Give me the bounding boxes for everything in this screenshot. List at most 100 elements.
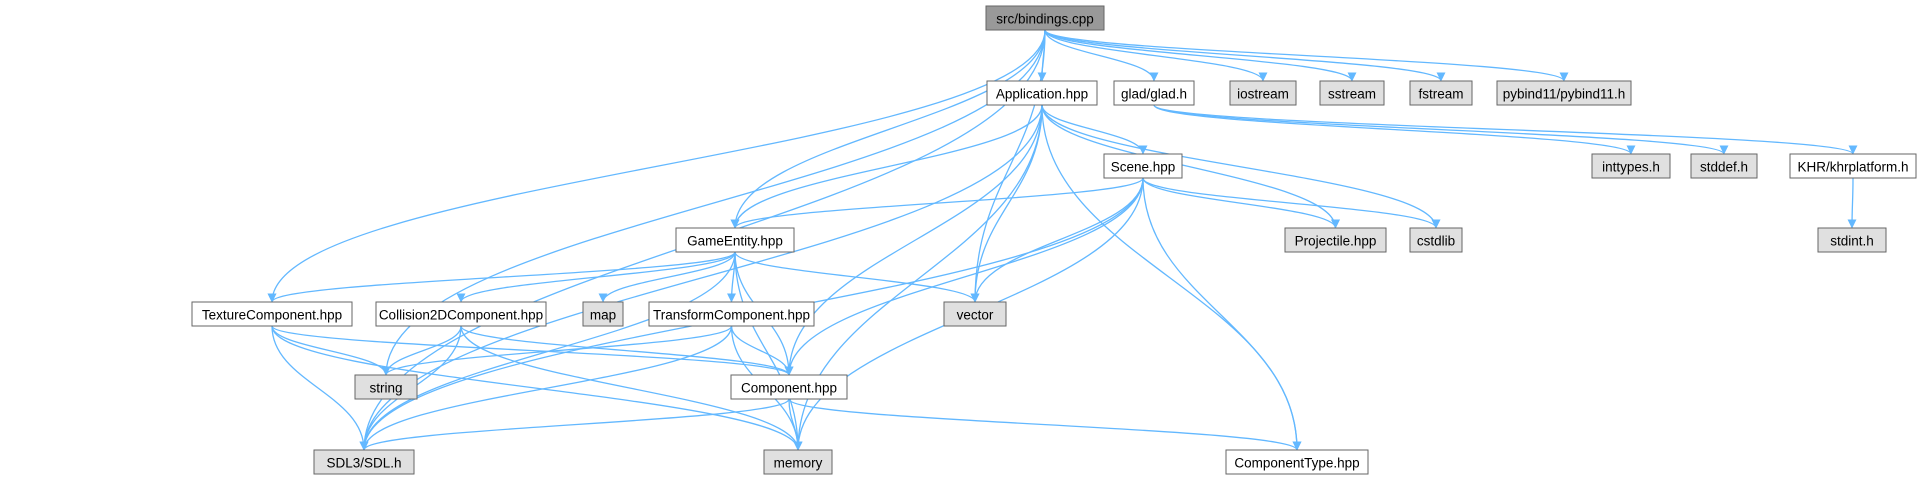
node-box-stddef [1690,153,1758,179]
node-box-bindings [985,5,1105,31]
node-box-sdl [313,449,415,475]
edge-application-to-cstdlib [1041,104,1441,229]
node-fstream: fstream [1409,80,1473,106]
node-map: map [582,301,624,327]
edge-transformcomponent-to-sdl [359,325,733,451]
edge-bindings-to-sstream [1044,29,1357,82]
node-box-stdint [1817,227,1887,253]
edge-application-to-projectile [1041,104,1340,229]
edge-glad-to-stddef [1153,104,1729,155]
node-label-gameentity: GameEntity.hpp [687,234,783,249]
node-label-texturecomponent: TextureComponent.hpp [202,308,342,323]
edge-collision2d-to-string [381,325,462,376]
node-box-application [986,80,1098,106]
node-component[interactable]: Component.hpp [730,374,848,400]
edge-scene-to-projectile [1142,177,1340,229]
edge-bindings-to-pybind11 [1044,29,1569,82]
node-transformcomponent[interactable]: TransformComponent.hpp [648,301,815,327]
node-box-vector [943,301,1007,327]
node-label-khrplatform: KHR/khrplatform.h [1797,160,1908,175]
edge-bindings-to-glad [1044,29,1159,82]
edge-scene-to-cstdlib [1142,177,1441,229]
node-box-fstream [1409,80,1473,106]
node-label-sstream: sstream [1328,87,1376,102]
node-inttypes: inttypes.h [1591,153,1671,179]
edge-component-to-componenttype [788,398,1302,451]
edge-texturecomponent-to-string [271,325,391,376]
node-label-bindings: src/bindings.cpp [996,12,1094,27]
edge-bindings-to-fstream [1044,29,1446,82]
node-texturecomponent[interactable]: TextureComponent.hpp [191,301,353,327]
edge-scene-to-component [784,177,1144,376]
node-sdl: SDL3/SDL.h [313,449,415,475]
node-label-stdint: stdint.h [1830,234,1874,249]
node-box-memory [763,449,833,475]
node-sstream: sstream [1319,80,1385,106]
edge-transformcomponent-to-component [730,325,794,376]
node-khrplatform[interactable]: KHR/khrplatform.h [1789,153,1917,179]
node-gameentity[interactable]: GameEntity.hpp [675,227,795,253]
node-label-component: Component.hpp [741,381,837,396]
node-box-transformcomponent [648,301,815,327]
node-scene[interactable]: Scene.hpp [1103,153,1183,179]
node-label-pybind11: pybind11/pybind11.h [1503,87,1626,102]
edge-gameentity-to-map [598,251,736,303]
edge-khrplatform-to-stdint [1847,177,1857,229]
node-projectile: Projectile.hpp [1284,227,1387,253]
edge-collision2d-to-memory [460,325,803,451]
edge-glad-to-inttypes [1153,104,1636,155]
node-label-collision2d: Collision2DComponent.hpp [379,308,543,323]
edge-scene-to-gameentity [730,177,1144,229]
node-box-sstream [1319,80,1385,106]
node-label-vector: vector [957,308,994,323]
edge-gameentity-to-collision2d [456,251,736,303]
node-iostream: iostream [1229,80,1297,106]
edge-scene-to-componenttype [1142,177,1302,451]
node-label-fstream: fstream [1418,87,1463,102]
node-box-glad [1113,80,1195,106]
node-vector: vector [943,301,1007,327]
node-box-componenttype [1225,449,1369,475]
node-componenttype[interactable]: ComponentType.hpp [1225,449,1369,475]
edge-application-to-component [784,104,1043,376]
node-label-iostream: iostream [1237,87,1289,102]
node-label-map: map [590,308,616,323]
edge-component-to-memory [788,398,803,451]
node-stddef: stddef.h [1690,153,1758,179]
node-collision2d[interactable]: Collision2DComponent.hpp [375,301,547,327]
node-application[interactable]: Application.hpp [986,80,1098,106]
edge-gameentity-to-vector [734,251,980,303]
edge-scene-to-vector [970,177,1144,303]
edge-gameentity-to-memory [734,251,803,451]
node-box-projectile [1284,227,1387,253]
node-label-transformcomponent: TransformComponent.hpp [653,308,810,323]
node-label-componenttype: ComponentType.hpp [1234,456,1359,471]
edge-gameentity-to-texturecomponent [267,251,736,303]
node-string: string [354,374,418,400]
node-pybind11: pybind11/pybind11.h [1496,80,1632,106]
node-box-scene [1103,153,1183,179]
node-stdint: stdint.h [1817,227,1887,253]
node-label-string: string [369,381,402,396]
node-label-glad: glad/glad.h [1121,87,1187,102]
node-label-sdl: SDL3/SDL.h [326,456,401,471]
node-memory: memory [763,449,833,475]
edge-component-to-sdl [359,398,790,451]
node-label-stddef: stddef.h [1700,160,1748,175]
node-box-cstdlib [1409,227,1463,253]
node-label-application: Application.hpp [996,87,1088,102]
node-box-gameentity [675,227,795,253]
node-bindings[interactable]: src/bindings.cpp [985,5,1105,31]
node-label-memory: memory [774,456,823,471]
node-box-pybind11 [1496,80,1632,106]
edge-glad-to-khrplatform [1153,104,1858,155]
edge-bindings-to-vector [970,29,1046,303]
node-box-map [582,301,624,327]
edge-bindings-to-gameentity [730,29,1046,229]
node-glad[interactable]: glad/glad.h [1113,80,1195,106]
node-label-projectile: Projectile.hpp [1295,234,1377,249]
edge-texturecomponent-to-memory [271,325,803,451]
node-cstdlib: cstdlib [1409,227,1463,253]
